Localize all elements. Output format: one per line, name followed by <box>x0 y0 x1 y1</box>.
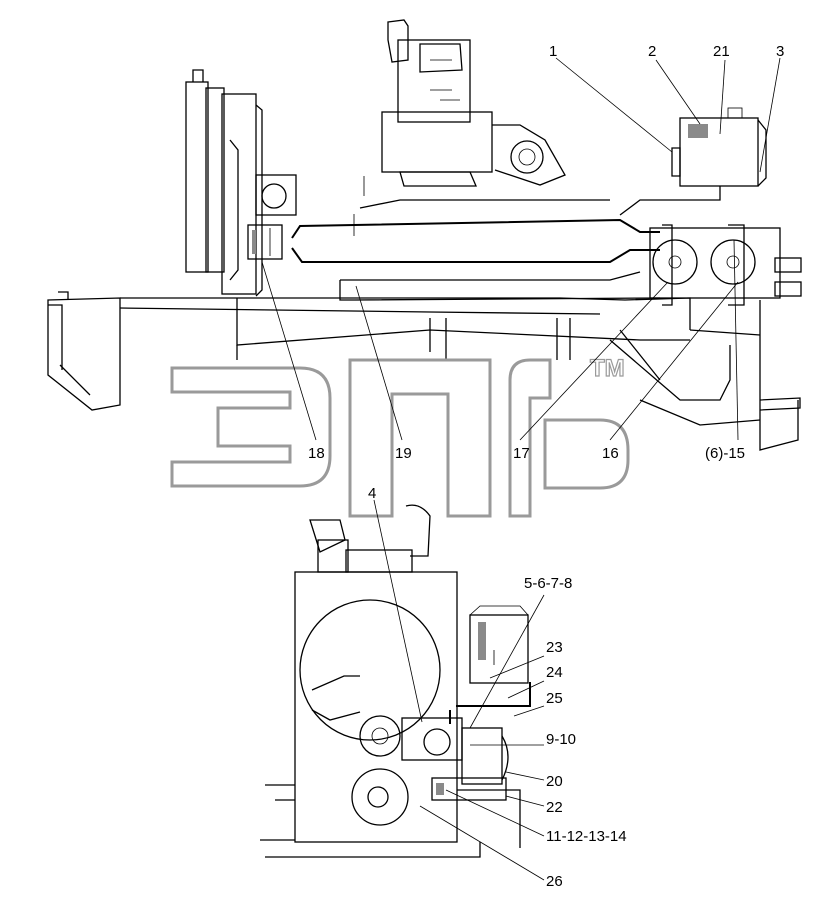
callouts: 1 2 21 3 18 19 17 16 (6)-15 4 5-6-7-8 23… <box>308 43 784 890</box>
pump-assembly-lower <box>311 675 531 801</box>
main-frame <box>119 297 731 401</box>
engine-block <box>381 19 566 187</box>
leader-lines <box>261 57 781 881</box>
callout-18: 18 <box>308 445 325 462</box>
callout-6-15: (6)-15 <box>705 445 745 462</box>
pump-assembly-upper <box>247 174 297 260</box>
watermark: TM <box>170 354 630 518</box>
callout-16: 16 <box>602 445 619 462</box>
callout-17: 17 <box>513 445 530 462</box>
wheel-motors <box>649 224 802 306</box>
watermark-trademark: TM <box>590 355 625 382</box>
callout-5-8: 5-6-7-8 <box>524 575 572 592</box>
callout-9-10: 9-10 <box>546 731 576 748</box>
callout-2: 2 <box>648 43 656 60</box>
hydraulic-lines-upper <box>291 176 661 301</box>
callout-21: 21 <box>713 43 730 60</box>
callout-20: 20 <box>546 773 563 790</box>
front-implement <box>47 291 121 411</box>
lower-assembly <box>260 504 521 858</box>
rear-frame <box>639 300 801 451</box>
callout-3: 3 <box>776 43 784 60</box>
hydraulic-tank-upper <box>619 107 767 216</box>
callout-11-14: 11-12-13-14 <box>546 828 627 845</box>
callout-24: 24 <box>546 664 563 681</box>
callout-26: 26 <box>546 873 563 890</box>
callout-25: 25 <box>546 690 563 707</box>
callout-23: 23 <box>546 639 563 656</box>
hydraulic-tank-lower <box>469 605 529 684</box>
callout-1: 1 <box>549 43 557 60</box>
callout-22: 22 <box>546 799 563 816</box>
callout-4: 4 <box>368 485 376 502</box>
callout-19: 19 <box>395 445 412 462</box>
radiator <box>185 69 263 297</box>
